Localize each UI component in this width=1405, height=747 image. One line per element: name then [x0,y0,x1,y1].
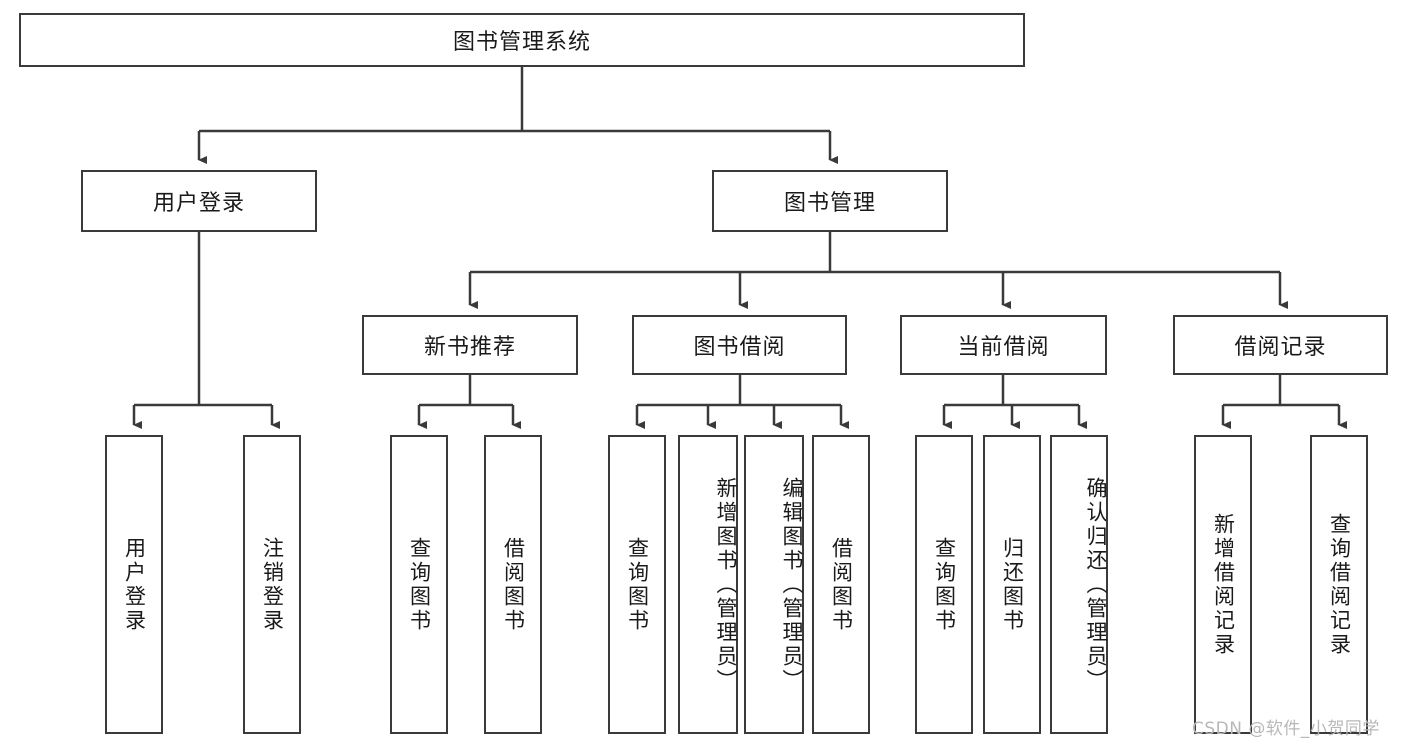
node-label: 借阅图书 [829,536,854,633]
node-leaf-query-book-borrow[interactable]: 查询图书 [608,435,666,734]
node-label: 图书管理 [783,191,876,216]
node-level3-borrow-record[interactable]: 借阅记录 [1173,315,1388,375]
node-label: 借阅记录 [1234,335,1327,360]
node-level3-book-borrow[interactable]: 图书借阅 [632,315,847,375]
node-leaf-borrow-book-recommend[interactable]: 借阅图书 [484,435,542,734]
node-level3-current-borrow[interactable]: 当前借阅 [900,315,1107,375]
node-leaf-add-book-admin[interactable]: 新增图书（管理员） [678,435,738,734]
node-label: 查询图书 [625,536,650,633]
node-leaf-user-login[interactable]: 用户登录 [105,435,163,734]
node-root[interactable]: 图书管理系统 [19,13,1025,67]
node-label: 图书借阅 [693,335,786,360]
node-label: 新增借阅记录 [1211,512,1236,657]
node-level3-new-book-recommend[interactable]: 新书推荐 [362,315,578,375]
node-label: 查询借阅记录 [1327,512,1352,657]
node-label: 归还图书 [1000,536,1025,633]
node-label: 新增图书（管理员） [714,476,738,693]
node-leaf-return-book[interactable]: 归还图书 [983,435,1041,734]
node-label: 当前借阅 [957,335,1050,360]
node-leaf-logout[interactable]: 注销登录 [243,435,301,734]
node-leaf-query-borrow-record[interactable]: 查询借阅记录 [1310,435,1368,734]
node-label: 用户登录 [152,191,245,216]
node-label: 注销登录 [260,536,285,633]
node-label: 图书管理系统 [452,30,591,55]
node-label: 确认归还（管理员） [1084,476,1108,693]
node-leaf-confirm-return-admin[interactable]: 确认归还（管理员） [1050,435,1108,734]
node-leaf-borrow-book[interactable]: 借阅图书 [812,435,870,734]
node-label: 新书推荐 [423,335,516,360]
node-label: 查询图书 [407,536,432,633]
node-leaf-query-book-recommend[interactable]: 查询图书 [390,435,448,734]
node-leaf-edit-book-admin[interactable]: 编辑图书（管理员） [744,435,804,734]
node-label: 借阅图书 [501,536,526,633]
watermark-text: CSDN @软件_小贺同学 [1192,719,1380,739]
node-label: 用户登录 [122,536,147,633]
node-leaf-query-book-current[interactable]: 查询图书 [915,435,973,734]
node-label: 编辑图书（管理员） [780,476,804,693]
node-level2-user-login[interactable]: 用户登录 [81,170,317,232]
node-label: 查询图书 [932,536,957,633]
node-leaf-add-borrow-record[interactable]: 新增借阅记录 [1194,435,1252,734]
node-level2-book-management[interactable]: 图书管理 [712,170,948,232]
